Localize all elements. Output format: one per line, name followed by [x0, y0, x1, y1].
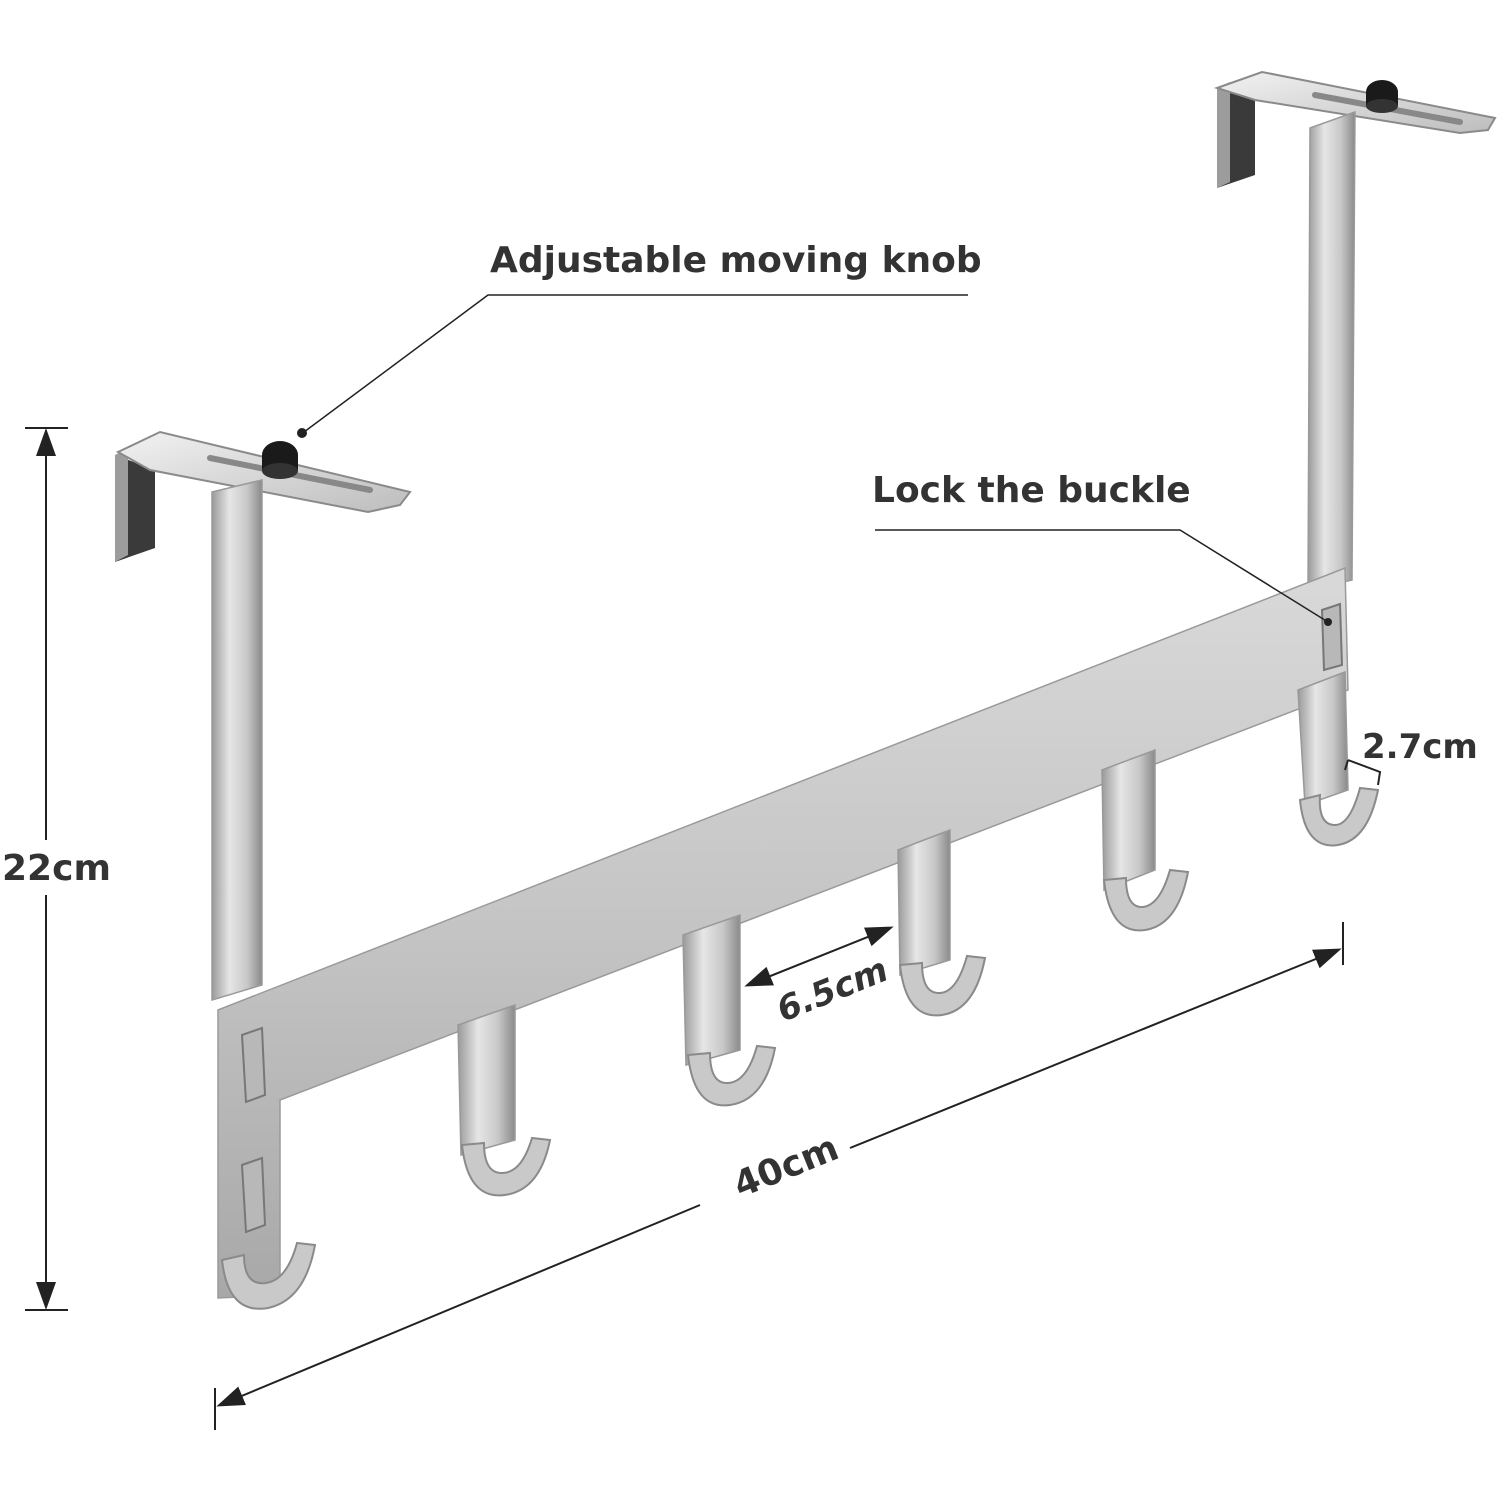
hook-spacing-dimension: [744, 926, 894, 987]
buckle-leader-dot: [1324, 618, 1332, 626]
left-bracket: [115, 430, 412, 1002]
width-dimension-right: [849, 948, 1342, 1149]
buckle-leader-line: [875, 529, 1329, 623]
width-dimension-left: [216, 1204, 701, 1407]
hook: [457, 1003, 516, 1156]
height-dimension-label: 22cm: [2, 848, 111, 889]
left-buckle: [240, 1026, 267, 1104]
dimension-lines: [25, 427, 1382, 1430]
hook: [1297, 670, 1349, 807]
right-upright: [1307, 110, 1356, 591]
right-bracket: [1213, 70, 1497, 591]
left-upright: [211, 479, 263, 1002]
width-dimension-label: 40cm: [728, 1128, 844, 1207]
hook-depth-label: 2.7cm: [1362, 727, 1478, 767]
hook: [897, 828, 951, 977]
knob-leader-line: [299, 294, 968, 436]
hook: [682, 913, 741, 1066]
knob-callout-label: Adjustable moving knob: [490, 240, 982, 281]
buckle-callout-label: Lock the buckle: [872, 470, 1191, 511]
hooks: [220, 670, 1380, 1310]
knob-leader-dot: [297, 428, 307, 438]
hook-depth-dimension: [1344, 759, 1382, 786]
hook: [1101, 748, 1156, 892]
callouts: [297, 294, 1332, 626]
right-buckle: [1320, 602, 1344, 672]
hook-spacing-label: 6.5cm: [771, 950, 893, 1030]
